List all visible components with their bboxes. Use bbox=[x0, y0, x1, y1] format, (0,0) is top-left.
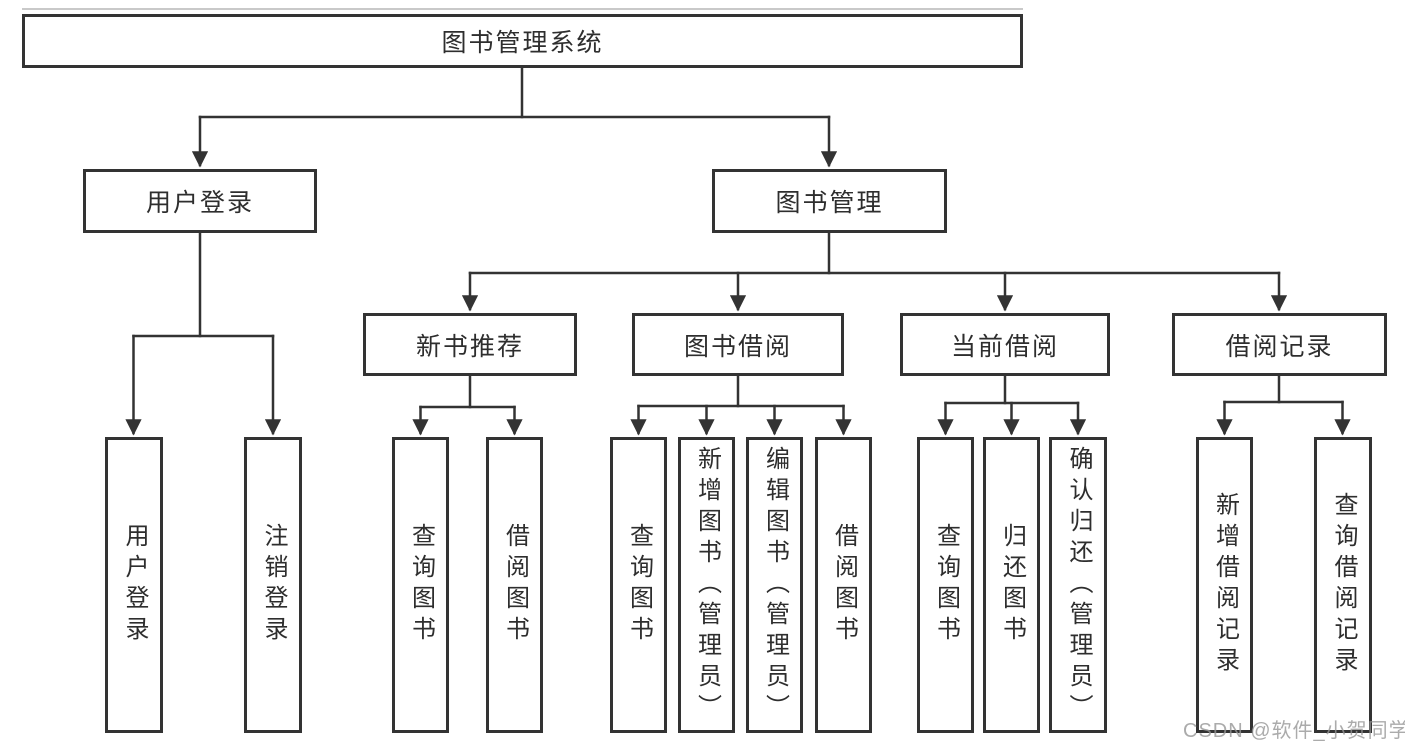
node-label: 借阅图书 bbox=[501, 523, 529, 647]
node-query-books-borrow: 查询图书 bbox=[610, 437, 667, 733]
node-return-books: 归还图书 bbox=[983, 437, 1040, 733]
node-borrow-books-recommend: 借阅图书 bbox=[486, 437, 543, 733]
node-borrow-books-leaf: 借阅图书 bbox=[815, 437, 872, 733]
node-book-borrow: 图书借阅 bbox=[632, 313, 844, 376]
node-user-login-group: 用户登录 bbox=[83, 169, 317, 233]
decorative-top-line bbox=[22, 8, 1023, 10]
csdn-watermark: CSDN @软件_小贺同学 bbox=[1183, 720, 1405, 742]
node-user-login-leaf: 用户登录 bbox=[105, 437, 163, 733]
node-edit-books-admin: 编辑图书（管理员） bbox=[746, 437, 803, 733]
node-query-books-current: 查询图书 bbox=[917, 437, 974, 733]
node-label: 查询图书 bbox=[407, 523, 435, 647]
node-label: 图书管理 bbox=[775, 189, 884, 217]
node-add-borrow-record: 新增借阅记录 bbox=[1196, 437, 1253, 733]
node-label: 用户登录 bbox=[145, 189, 254, 217]
node-label: 查询借阅记录 bbox=[1330, 492, 1357, 678]
node-label: 用户登录 bbox=[121, 523, 148, 647]
node-query-borrow-record: 查询借阅记录 bbox=[1314, 437, 1372, 733]
node-label: 借阅记录 bbox=[1225, 332, 1334, 361]
node-new-book-recommend: 新书推荐 bbox=[363, 313, 577, 376]
node-query-books-recommend: 查询图书 bbox=[392, 437, 449, 733]
node-logout: 注销登录 bbox=[244, 437, 302, 733]
node-label: 查询图书 bbox=[625, 523, 653, 647]
node-add-books-admin: 新增图书（管理员） bbox=[678, 437, 735, 733]
node-label: 图书借阅 bbox=[683, 332, 792, 361]
node-label: 新书推荐 bbox=[415, 332, 524, 361]
node-label: 新增借阅记录 bbox=[1211, 492, 1239, 678]
node-label: 新增图书（管理员） bbox=[693, 446, 721, 725]
node-label: 确认归还（管理员） bbox=[1065, 446, 1092, 725]
node-label: 注销登录 bbox=[260, 523, 287, 647]
node-label: 图书管理系统 bbox=[441, 29, 604, 57]
node-confirm-return-admin: 确认归还（管理员） bbox=[1049, 437, 1107, 733]
node-label: 借阅图书 bbox=[830, 523, 858, 647]
node-label: 当前借阅 bbox=[950, 332, 1059, 361]
node-library-management-system: 图书管理系统 bbox=[22, 14, 1023, 68]
node-borrow-records: 借阅记录 bbox=[1172, 313, 1387, 376]
node-label: 编辑图书（管理员） bbox=[761, 446, 789, 725]
node-label: 查询图书 bbox=[932, 523, 960, 647]
node-current-borrow: 当前借阅 bbox=[900, 313, 1110, 376]
node-book-management: 图书管理 bbox=[712, 169, 947, 233]
node-label: 归还图书 bbox=[998, 523, 1026, 647]
